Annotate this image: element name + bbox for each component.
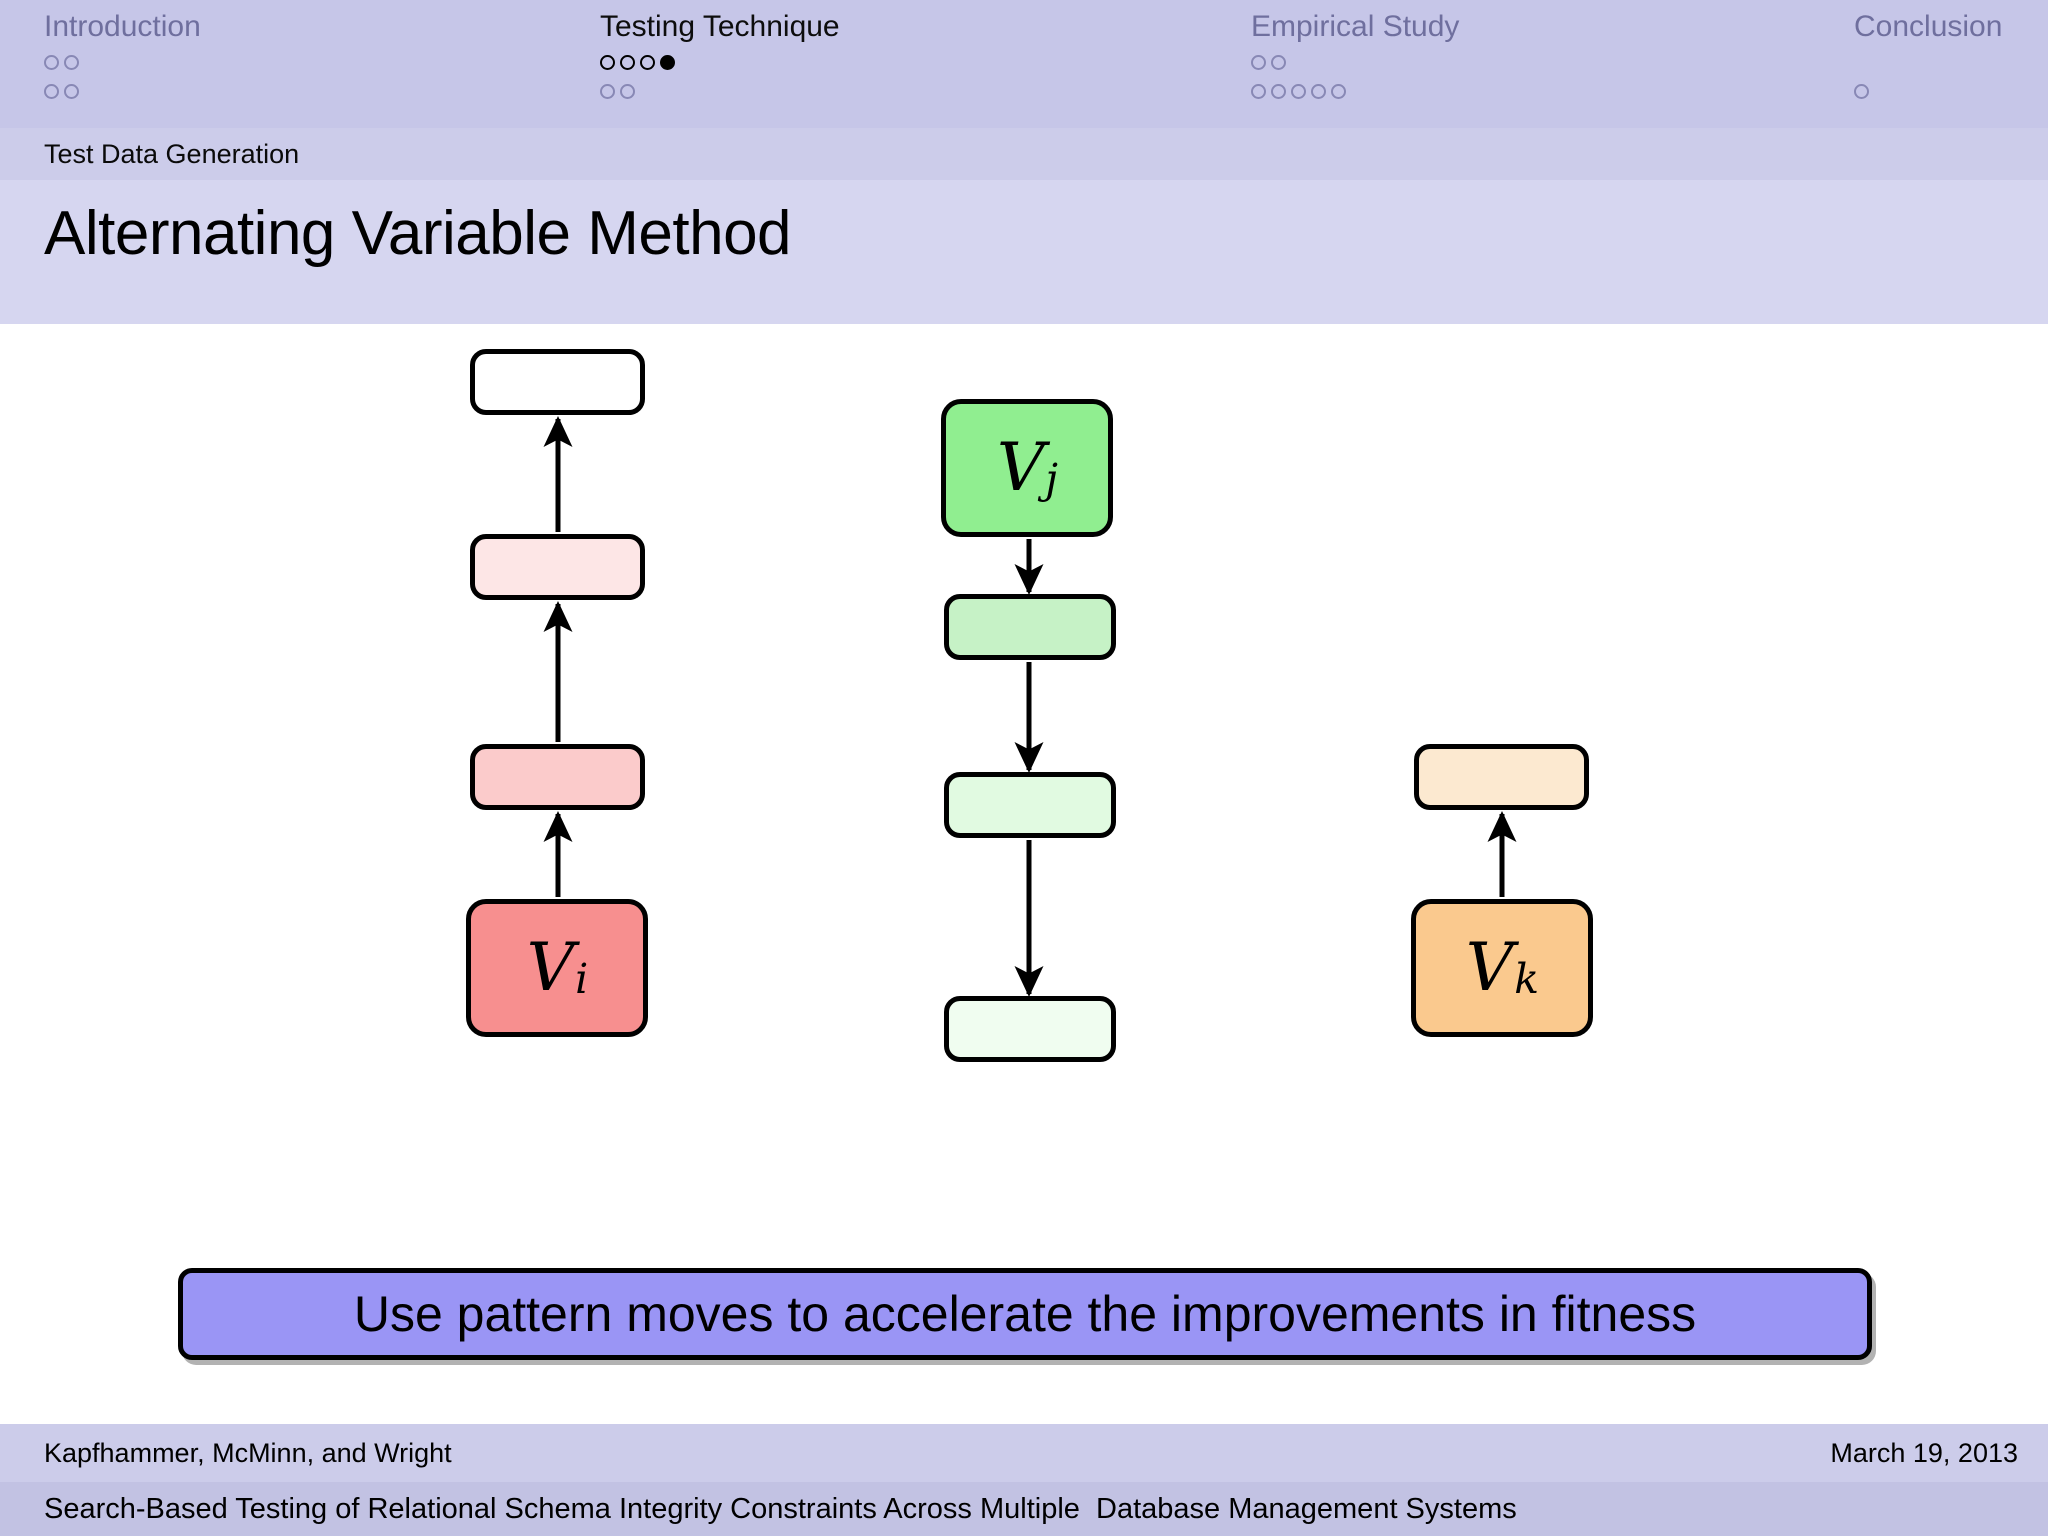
nav-dot[interactable] — [1271, 84, 1286, 100]
footer-paper-title: Search-Based Testing of Relational Schem… — [44, 1493, 1517, 1525]
nav-dot-row — [1854, 49, 2002, 77]
navigation-bar: Introduction Testing Technique Empirical S… — [0, 0, 2048, 128]
nav-dot[interactable] — [64, 55, 79, 71]
nav-section-conclusion[interactable]: Conclusion — [1854, 6, 2002, 106]
nav-dot-row — [1251, 49, 1459, 77]
nav-dot[interactable] — [1251, 84, 1266, 100]
footer-date: March 19, 2013 — [1830, 1438, 2018, 1468]
nav-dot-row — [44, 78, 201, 106]
diagram-step-node — [470, 349, 645, 415]
diagram-step-node — [1414, 744, 1589, 810]
nav-dot-row — [600, 49, 840, 77]
diagram-node-subscript: j — [1045, 454, 1058, 503]
nav-dot[interactable] — [44, 84, 59, 100]
nav-dot[interactable] — [1271, 55, 1286, 71]
nav-section-introduction[interactable]: Introduction — [44, 6, 201, 106]
nav-section-testing-technique[interactable]: Testing Technique — [600, 6, 840, 106]
diagram-step-node — [470, 744, 645, 810]
nav-dot[interactable] — [600, 84, 615, 100]
highlight-callout-text: Use pattern moves to accelerate the impr… — [353, 1286, 1697, 1342]
nav-dot[interactable] — [1291, 84, 1306, 100]
nav-dot-current[interactable] — [660, 55, 675, 71]
diagram-step-node — [470, 534, 645, 600]
nav-dot-row — [44, 49, 201, 77]
nav-dot[interactable] — [1251, 55, 1266, 71]
nav-dot[interactable] — [1331, 84, 1346, 100]
subsection-bar: Test Data Generation — [0, 128, 2048, 180]
subsection-label: Test Data Generation — [44, 139, 300, 169]
nav-dot[interactable] — [1854, 84, 1869, 100]
nav-dot-row — [600, 78, 840, 106]
nav-dot[interactable] — [1311, 84, 1326, 100]
nav-dot[interactable] — [620, 84, 635, 100]
nav-dot[interactable] — [640, 55, 655, 71]
diagram-step-node — [944, 594, 1116, 660]
nav-dot[interactable] — [64, 84, 79, 100]
highlight-callout-box: Use pattern moves to accelerate the impr… — [178, 1268, 1872, 1360]
diagram-step-node — [944, 772, 1116, 838]
footer-authors: Kapfhammer, McMinn, and Wright — [44, 1438, 452, 1468]
nav-dot[interactable] — [600, 55, 615, 71]
footer-bar-authors: Kapfhammer, McMinn, and Wright March 19,… — [0, 1424, 2048, 1482]
diagram-node-subscript: k — [1514, 954, 1540, 1003]
nav-dot-row — [1854, 78, 2002, 106]
frame-title-bar: Alternating Variable Method — [0, 180, 2048, 324]
diagram-step-node — [944, 996, 1116, 1062]
nav-section-empirical-study[interactable]: Empirical Study — [1251, 6, 1459, 106]
navigation-sections: Introduction Testing Technique Empirical S… — [0, 0, 2048, 128]
nav-section-label: Empirical Study — [1251, 10, 1460, 43]
nav-section-label: Introduction — [44, 10, 201, 43]
nav-section-label: Conclusion — [1854, 10, 2003, 43]
nav-dot[interactable] — [620, 55, 635, 71]
nav-section-label: Testing Technique — [600, 10, 840, 43]
nav-dot-row — [1251, 78, 1459, 106]
page-title: Alternating Variable Method — [44, 199, 792, 268]
diagram-node-subscript: i — [575, 954, 589, 1003]
nav-dot[interactable] — [44, 55, 59, 71]
footer-bar-paper-title: Search-Based Testing of Relational Schem… — [0, 1482, 2048, 1536]
